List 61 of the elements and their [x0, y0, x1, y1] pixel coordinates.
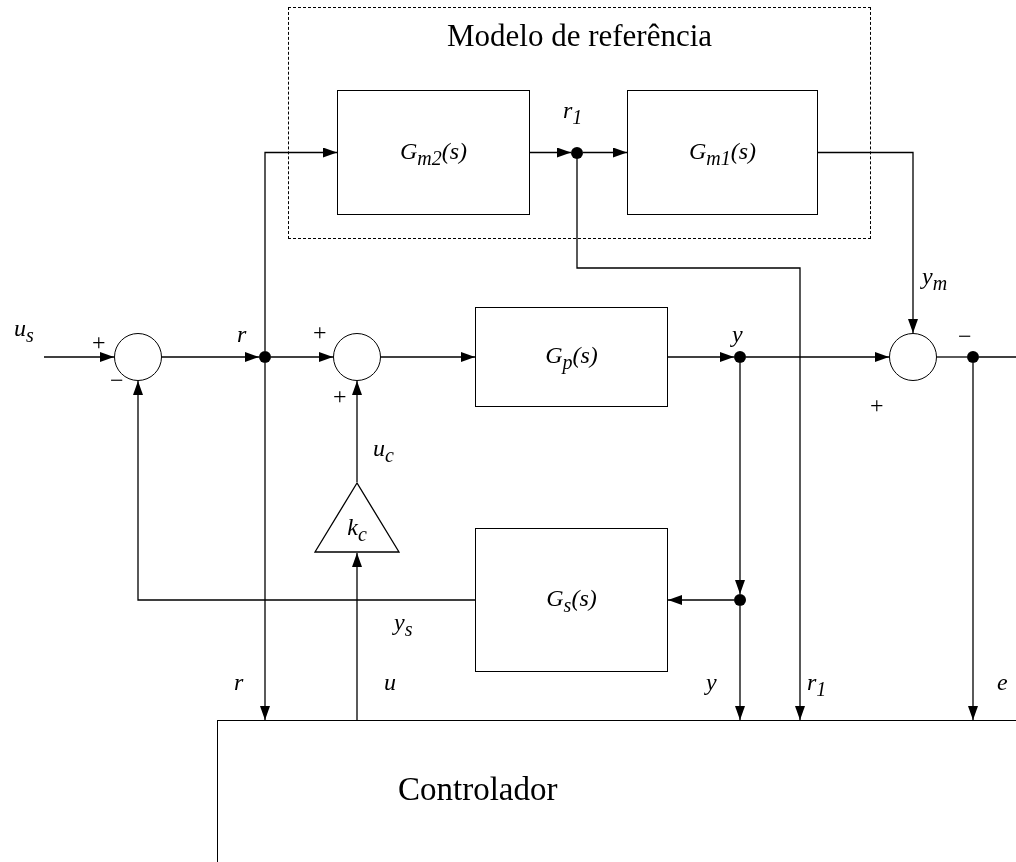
- signal-arrow: [264, 147, 338, 352]
- signal-arrow: [582, 147, 628, 158]
- controller-block: [217, 720, 1016, 862]
- summing-junction: [889, 333, 937, 381]
- signal-arrow: [968, 362, 978, 721]
- signal-arrow: [576, 157, 805, 721]
- block-label: G$_{s}$(s): [545, 585, 598, 617]
- branch-point: [259, 351, 271, 363]
- sign-label: +: [333, 384, 347, 408]
- transfer-function-block: [475, 307, 668, 407]
- signal-label: r: [237, 322, 247, 346]
- sign-label: +: [92, 330, 106, 354]
- signal-label: e: [997, 670, 1008, 694]
- sign-label: −: [110, 368, 124, 392]
- signal-arrow: [667, 595, 735, 605]
- signal-line: [936, 356, 968, 358]
- signal-arrow: [270, 352, 334, 362]
- signal-line: [978, 356, 1016, 358]
- summing-junction: [333, 333, 381, 381]
- signal-arrow: [43, 352, 115, 362]
- signal-arrow: [667, 352, 735, 362]
- transfer-function-block: [627, 90, 818, 215]
- signal-label: r$_{1}$: [807, 670, 827, 699]
- transfer-function-block: [475, 528, 668, 672]
- signal-label: r$_{1}$: [563, 98, 583, 127]
- signal-arrow: [260, 362, 270, 721]
- branch-point: [734, 594, 746, 606]
- gain-triangle: [314, 482, 400, 553]
- branch-point: [734, 351, 746, 363]
- signal-label: u: [384, 670, 396, 694]
- transfer-function-block: [337, 90, 530, 215]
- signal-arrow: [133, 380, 476, 601]
- block-label: G$_{m1}$(s): [687, 137, 758, 170]
- signal-label: r: [234, 670, 244, 694]
- controller-label: Controlador: [397, 771, 558, 808]
- signal-arrow: [161, 352, 260, 362]
- signal-arrow: [352, 380, 362, 483]
- sign-label: −: [958, 324, 972, 348]
- signal-arrow: [352, 552, 362, 721]
- signal-label: u$_{c}$: [373, 436, 394, 465]
- signal-arrow: [817, 151, 918, 334]
- signal-label: u$_{s}$: [14, 316, 34, 345]
- signal-arrow: [735, 605, 745, 721]
- gain-label: k$_{c}$: [346, 513, 368, 546]
- signal-arrow: [380, 352, 476, 362]
- branch-point: [967, 351, 979, 363]
- block-label: G$_{p}$(s): [544, 342, 599, 374]
- block-label: G$_{m2}$(s): [398, 137, 469, 170]
- sign-label: +: [313, 320, 327, 344]
- summing-junction: [114, 333, 162, 381]
- signal-arrow: [745, 352, 890, 362]
- reference-model-frame: [289, 8, 870, 238]
- branch-point: [571, 146, 583, 159]
- signal-label: y: [706, 670, 717, 694]
- sign-label: +: [870, 393, 884, 417]
- frame-title: Modelo de referência: [445, 18, 714, 54]
- signal-label: y$_{m}$: [922, 264, 948, 293]
- signal-arrow: [529, 147, 572, 158]
- signal-label: y$_{s}$: [394, 610, 413, 639]
- signal-arrow: [735, 362, 745, 595]
- signal-label: y: [732, 322, 743, 346]
